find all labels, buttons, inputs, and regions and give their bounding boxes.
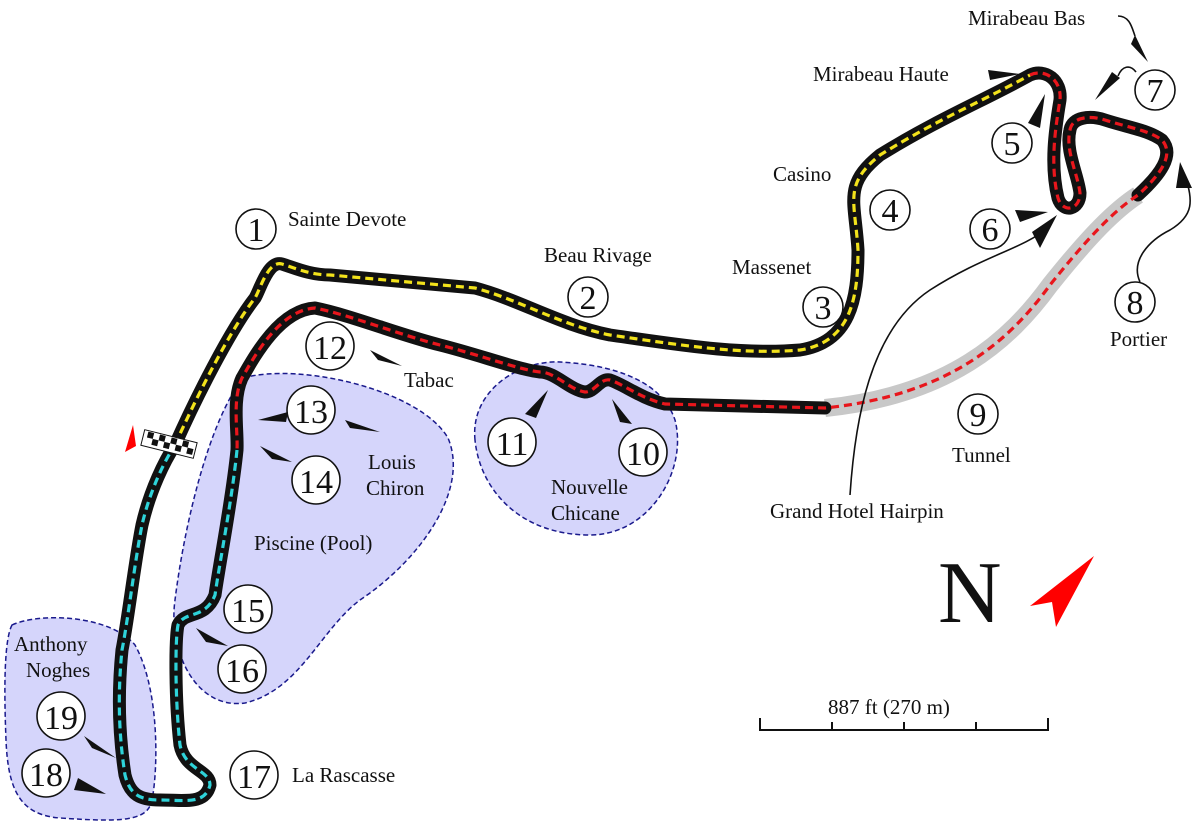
- label-nouvelle: Nouvelle: [551, 475, 628, 499]
- corner-14-marker: 14: [291, 455, 341, 505]
- corner-8-number: 8: [1127, 285, 1144, 322]
- label-louis: Louis: [368, 450, 416, 474]
- corner-1-marker: 1: [235, 208, 277, 250]
- label-sainte-devote: Sainte Devote: [288, 207, 406, 231]
- label-mirabeau-haute: Mirabeau Haute: [813, 62, 949, 86]
- corner-9-number: 9: [970, 397, 987, 434]
- corner-1-number: 1: [248, 212, 265, 249]
- corner-10-marker: 10: [618, 427, 668, 477]
- label-noghes: Noghes: [26, 658, 90, 682]
- corner-18-number: 18: [29, 757, 63, 794]
- leader-mirabeau-bas: [1117, 15, 1136, 37]
- corner-19-number: 19: [44, 700, 78, 737]
- corner-19-marker: 19: [36, 691, 86, 741]
- corner-7-marker: 7: [1134, 69, 1176, 111]
- corner-5-marker: 5: [991, 122, 1033, 164]
- corner-6-number: 6: [982, 212, 999, 249]
- corner-6-marker: 6: [969, 208, 1011, 250]
- corner-16-number: 16: [225, 653, 259, 690]
- corner-17-number: 17: [237, 759, 271, 796]
- zone-nouvelle-chicane: [474, 361, 679, 536]
- corner-13-number: 13: [294, 394, 328, 431]
- corner-14-number: 14: [299, 464, 333, 501]
- corner-4-number: 4: [882, 193, 899, 230]
- track-outline-return: [112, 301, 832, 808]
- label-portier: Portier: [1110, 327, 1167, 351]
- label-grand-hotel-hairpin: Grand Hotel Hairpin: [770, 499, 944, 523]
- leader-corner-7: [1117, 66, 1137, 77]
- corner-11-marker: 11: [487, 417, 537, 467]
- corner-4-marker: 4: [869, 189, 911, 231]
- label-piscine: Piscine (Pool): [254, 531, 372, 555]
- corner-15-marker: 15: [223, 584, 273, 634]
- corner-9-marker: 9: [957, 393, 999, 435]
- north-arrow-icon: [1030, 556, 1094, 627]
- corner-3-marker: 3: [802, 286, 844, 328]
- corner-16-marker: 16: [217, 644, 267, 694]
- label-massenet: Massenet: [732, 255, 811, 279]
- corner-3-number: 3: [815, 290, 832, 327]
- corner-11-number: 11: [496, 426, 529, 463]
- corner-2-number: 2: [580, 280, 597, 317]
- label-chicane: Chicane: [551, 501, 620, 525]
- corner-15-number: 15: [231, 593, 265, 630]
- label-la-rascasse: La Rascasse: [292, 763, 395, 787]
- label-casino: Casino: [773, 162, 831, 186]
- label-chiron: Chiron: [366, 476, 425, 500]
- compass-letter: N: [938, 545, 1002, 642]
- corner-18-marker: 18: [21, 748, 71, 798]
- label-beau-rivage: Beau Rivage: [544, 243, 652, 267]
- label-tunnel: Tunnel: [952, 443, 1011, 467]
- corner-12-number: 12: [313, 330, 347, 367]
- corner-7-number: 7: [1147, 73, 1164, 110]
- corner-12-marker: 12: [305, 321, 355, 371]
- scale-bar-label: 887 ft (270 m): [828, 695, 950, 719]
- label-mirabeau-bas: Mirabeau Bas: [968, 6, 1085, 30]
- corner-13-marker: 13: [286, 385, 336, 435]
- corner-17-marker: 17: [229, 750, 279, 800]
- direction-arrow-icon: [125, 425, 136, 452]
- sector-2: [234, 71, 1169, 451]
- label-tabac: Tabac: [404, 368, 454, 392]
- leader-grand-hotel-hairpin: [849, 227, 1049, 496]
- corner-2-marker: 2: [567, 276, 609, 318]
- corner-10-number: 10: [626, 436, 660, 473]
- sector-3: [117, 444, 239, 803]
- corner-5-number: 5: [1004, 126, 1021, 163]
- leader-portier: [1136, 177, 1191, 283]
- corner-8-marker: 8: [1114, 281, 1156, 323]
- label-anthony: Anthony: [14, 632, 88, 656]
- start-finish-line: [140, 429, 198, 459]
- scale-bar: 887 ft (270 m): [759, 695, 1049, 731]
